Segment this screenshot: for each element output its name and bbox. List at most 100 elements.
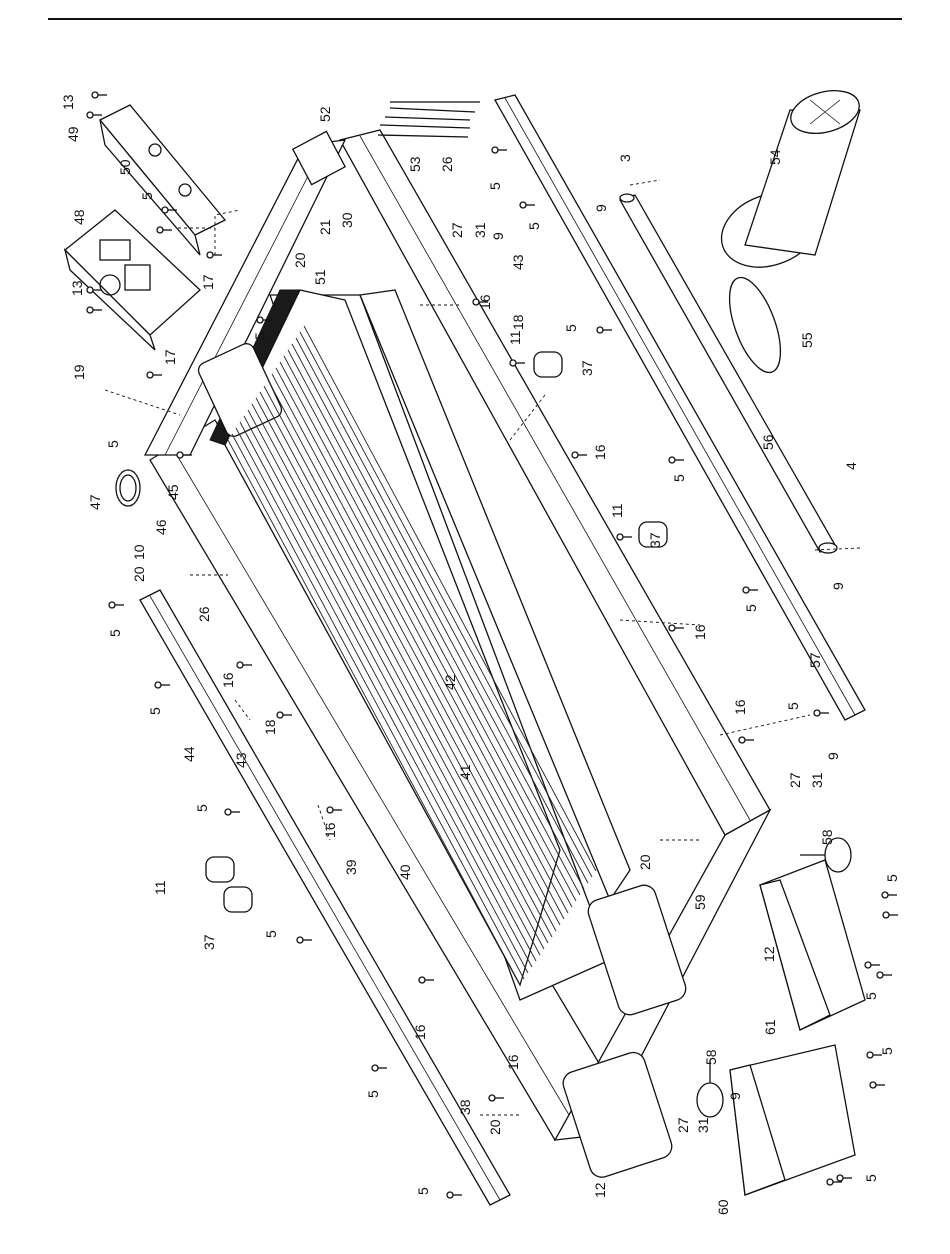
wire-ties xyxy=(378,102,480,137)
callout: 5 xyxy=(252,332,268,340)
callout: 11 xyxy=(507,330,523,345)
callout: 52 xyxy=(317,106,333,122)
callout: 57 xyxy=(807,652,823,668)
bolt xyxy=(669,625,675,631)
callout: 5 xyxy=(107,629,123,637)
callout: 39 xyxy=(343,859,359,875)
bolt xyxy=(225,809,231,815)
callout: 55 xyxy=(799,332,815,348)
bolt xyxy=(510,360,516,366)
callout: 54 xyxy=(767,149,783,165)
callout: 46 xyxy=(153,519,169,535)
callout: 30 xyxy=(339,212,355,228)
callout: 47 xyxy=(87,494,103,510)
bolt xyxy=(87,307,93,313)
callout: 12 xyxy=(761,946,777,962)
bolt xyxy=(157,227,163,233)
bolt xyxy=(743,587,749,593)
bolt xyxy=(883,912,889,918)
callout: 16 xyxy=(322,822,338,838)
bolt xyxy=(419,977,425,983)
callout: 5 xyxy=(863,1174,879,1182)
callout: 5 xyxy=(147,707,163,715)
callout: 45 xyxy=(165,484,181,500)
bolt xyxy=(257,317,263,323)
callout: 50 xyxy=(117,159,133,175)
callout: 18 xyxy=(262,719,278,735)
callout: 42 xyxy=(442,674,458,690)
callout: 13 xyxy=(69,280,85,296)
callout: 5 xyxy=(487,182,503,190)
bolt xyxy=(867,1052,873,1058)
bolt xyxy=(814,710,820,716)
bolt xyxy=(827,1179,833,1185)
bolt xyxy=(669,457,675,463)
callout: 5 xyxy=(743,604,759,612)
callout: 37 xyxy=(579,360,595,376)
callout: 20 xyxy=(292,252,308,268)
bolt xyxy=(597,327,603,333)
callout: 5 xyxy=(105,440,121,448)
hood-60 xyxy=(730,1045,855,1195)
callout: 5 xyxy=(365,1090,381,1098)
bolt xyxy=(617,534,623,540)
callout: 16 xyxy=(692,624,708,640)
callout: 5 xyxy=(194,804,210,812)
callout: 16 xyxy=(732,699,748,715)
bolt xyxy=(837,1175,843,1181)
bolt xyxy=(870,1082,876,1088)
power-wire xyxy=(116,470,140,506)
callout: 11 xyxy=(152,880,168,895)
bolt xyxy=(489,1095,495,1101)
callout: 9 xyxy=(490,232,506,240)
bolt xyxy=(177,452,183,458)
bolt xyxy=(92,92,98,98)
bolt xyxy=(327,807,333,813)
callout: 27 xyxy=(675,1117,691,1133)
bolt xyxy=(882,892,888,898)
callout: 17 xyxy=(162,349,178,365)
callout: 16 xyxy=(505,1054,521,1070)
callout: 3 xyxy=(617,154,633,162)
hood-61 xyxy=(760,860,865,1030)
bolt xyxy=(739,737,745,743)
callout: 16 xyxy=(592,444,608,460)
callout: 5 xyxy=(879,1047,895,1055)
bolt xyxy=(87,112,93,118)
bolt xyxy=(572,452,578,458)
callout: 41 xyxy=(457,764,473,780)
bolt xyxy=(109,602,115,608)
rear-foot-pad xyxy=(585,882,689,1018)
callout: 12 xyxy=(592,1182,608,1198)
callout: 5 xyxy=(526,222,542,230)
callout: 37 xyxy=(647,532,663,548)
callout: 5 xyxy=(563,324,579,332)
bolt xyxy=(237,662,243,668)
callout: 31 xyxy=(695,1117,711,1133)
callout: 20 xyxy=(487,1119,503,1135)
callout: 31 xyxy=(809,772,825,788)
callout: 10 xyxy=(131,544,147,560)
callout: 48 xyxy=(71,209,87,225)
bolt xyxy=(147,372,153,378)
callout: 53 xyxy=(407,156,423,172)
callout: 58 xyxy=(703,1049,719,1065)
callout: 17 xyxy=(200,274,216,290)
callout: 9 xyxy=(727,1092,743,1100)
callout: 26 xyxy=(439,156,455,172)
callout: 20 xyxy=(131,566,147,582)
callout: 27 xyxy=(449,222,465,238)
callout: 5 xyxy=(884,874,900,882)
callout: 51 xyxy=(312,269,328,285)
bolt xyxy=(277,712,283,718)
motor xyxy=(711,84,864,280)
callout: 43 xyxy=(233,752,249,768)
callout: 5 xyxy=(863,992,879,1000)
bolt xyxy=(155,682,161,688)
callout: 20 xyxy=(637,854,653,870)
bolt xyxy=(520,202,526,208)
callout: 9 xyxy=(830,582,846,590)
callout: 31 xyxy=(472,222,488,238)
callout: 5 xyxy=(671,474,687,482)
